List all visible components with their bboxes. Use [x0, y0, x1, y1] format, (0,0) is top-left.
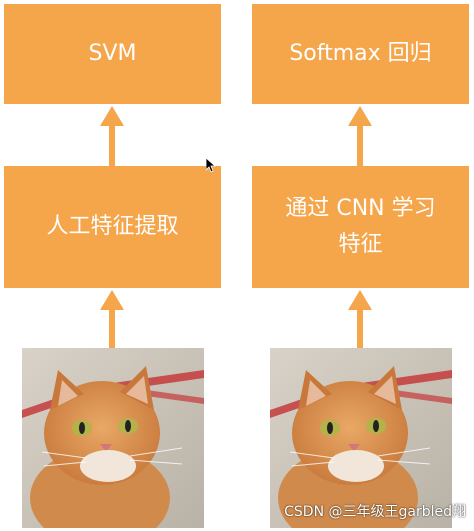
watermark: CSDN @三年级王garbled翔 [284, 504, 466, 520]
cnn-feature-label-line2: 特征 [338, 232, 383, 257]
svm-box: SVM [4, 4, 221, 104]
softmax-label: Softmax 回归 [289, 41, 432, 66]
arrow-manual-to-svm [100, 106, 124, 166]
arrow-image-to-manual [100, 290, 124, 348]
arrow-cnn-to-softmax [348, 106, 372, 166]
cat-illustration [22, 348, 204, 528]
arrow-image-to-cnn [348, 290, 372, 348]
cnn-feature-label-line1: 通过 CNN 学习 [285, 196, 436, 221]
manual-feature-label: 人工特征提取 [46, 214, 179, 239]
softmax-box: Softmax 回归 [252, 4, 469, 104]
cat-image-right [270, 348, 452, 528]
cat-image-left [22, 348, 204, 528]
manual-feature-box: 人工特征提取 [4, 166, 221, 288]
cat-illustration [270, 348, 452, 528]
mouse-cursor-icon [206, 158, 216, 172]
cnn-feature-box: 通过 CNN 学习 特征 [252, 166, 469, 288]
svm-label: SVM [88, 41, 137, 66]
